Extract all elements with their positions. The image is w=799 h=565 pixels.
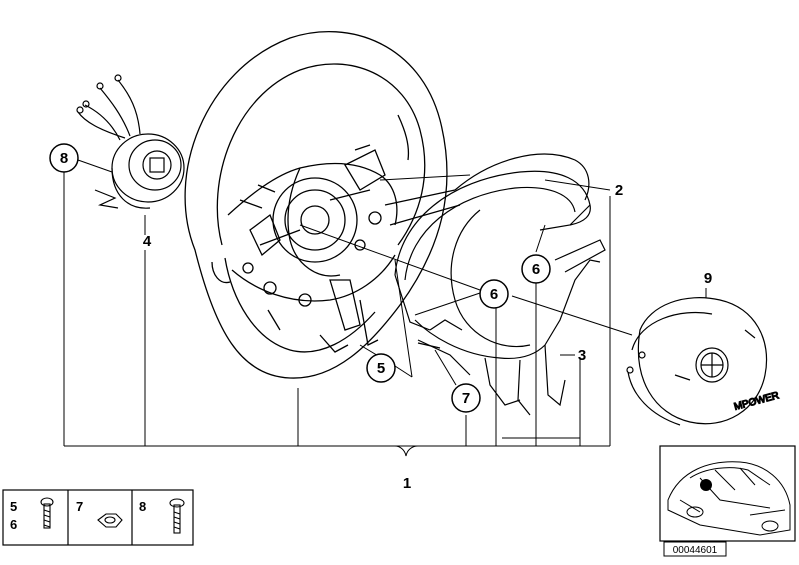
legend-label-5: 5 [10, 499, 17, 514]
callout-7: 7 [451, 383, 481, 413]
svg-text:6: 6 [490, 286, 498, 303]
steering-wheel [184, 30, 448, 379]
svg-text:5: 5 [377, 360, 385, 377]
nut-icon [97, 513, 123, 528]
vehicle-location-thumbnail [659, 445, 796, 542]
svg-text:6: 6 [532, 261, 540, 278]
svg-text:8: 8 [60, 150, 68, 167]
callouts: 8 4 2 6 6 5 7 3 9 1 [49, 143, 712, 492]
callout-6-center: 6 [479, 279, 509, 309]
upper-trim-panel [384, 153, 590, 226]
svg-text:1: 1 [403, 475, 411, 492]
location-marker-icon [700, 479, 712, 491]
clock-spring [76, 74, 185, 209]
diagram-part-number: 00044601 [663, 541, 727, 557]
leader-lines [63, 159, 707, 457]
svg-text:7: 7 [462, 390, 470, 407]
callout-6-top: 6 [521, 254, 551, 284]
svg-text:2: 2 [615, 182, 623, 199]
callout-5: 5 [366, 353, 396, 383]
bolt-icon [169, 498, 185, 534]
hardware-legend: 5 6 7 8 [2, 489, 194, 546]
callout-2: 2 [615, 182, 623, 199]
callout-1: 1 [403, 475, 411, 492]
callout-9: 9 [704, 270, 712, 287]
svg-text:00044601: 00044601 [673, 545, 718, 556]
callout-3: 3 [578, 347, 586, 364]
trim-cover [394, 170, 606, 416]
legend-label-6: 6 [10, 517, 17, 532]
airbag-module: MPOWER [626, 297, 781, 426]
legend-label-7: 7 [76, 499, 83, 514]
legend-label-8: 8 [139, 499, 146, 514]
svg-text:9: 9 [704, 270, 712, 287]
airbag-logo: MPOWER [733, 390, 780, 413]
screw-icon [40, 497, 54, 529]
svg-text:4: 4 [143, 233, 152, 250]
callout-4: 4 [143, 233, 152, 250]
callout-8: 8 [49, 143, 79, 173]
svg-text:3: 3 [578, 347, 586, 364]
